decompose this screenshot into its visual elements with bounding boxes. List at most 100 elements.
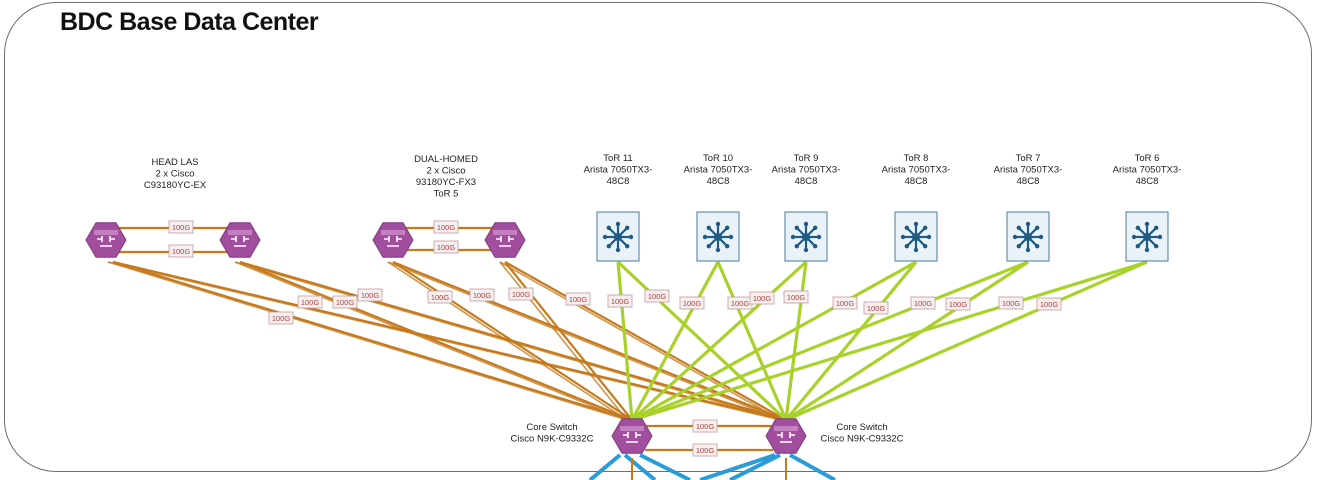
uplink-100g bbox=[630, 260, 808, 422]
core-downlink bbox=[588, 453, 622, 480]
label-text: 100G bbox=[431, 293, 450, 302]
uplink-100g bbox=[112, 260, 633, 422]
label-text: 100G bbox=[272, 314, 291, 323]
tor-arrow-head bbox=[1035, 225, 1040, 230]
router-head-las-1 bbox=[85, 222, 127, 258]
tor-arrow-head bbox=[904, 244, 909, 249]
tor-arrow-head bbox=[1135, 225, 1141, 230]
router-dual-homed-2 bbox=[484, 222, 526, 258]
label-box bbox=[508, 287, 534, 301]
label-box bbox=[1036, 297, 1062, 311]
label-box bbox=[749, 291, 775, 305]
label-box bbox=[692, 443, 718, 457]
tor-switch-icon bbox=[894, 211, 938, 262]
uplink-100g bbox=[785, 260, 1148, 422]
label-text: 100G bbox=[473, 291, 492, 300]
label-text: 100G bbox=[914, 299, 933, 308]
link-speed-label: 100G bbox=[832, 296, 858, 310]
tor-arrow-head bbox=[813, 244, 818, 249]
core-left-label-line: Core Switch bbox=[526, 422, 577, 433]
link-speed-label: 100G bbox=[357, 288, 383, 302]
tor-arrow-head bbox=[625, 225, 630, 230]
uplink-100g bbox=[631, 260, 1148, 422]
link-speed-label: 100G bbox=[679, 296, 705, 310]
tor-label-line: Arista 7050TX3- bbox=[882, 165, 951, 176]
label-text: 100G bbox=[696, 422, 715, 431]
tor-label-line: ToR 8 bbox=[904, 153, 929, 164]
label-box bbox=[332, 295, 358, 309]
diagram-frame bbox=[4, 2, 1312, 472]
router-body bbox=[611, 418, 653, 454]
label-box bbox=[168, 220, 194, 234]
tor-arrow-head bbox=[1012, 234, 1018, 240]
label-box bbox=[783, 290, 809, 304]
label-text: 100G bbox=[1040, 300, 1059, 309]
uplink-100g bbox=[785, 260, 1029, 422]
uplink-100g bbox=[234, 261, 628, 421]
link-speed-label: 100G bbox=[1036, 297, 1062, 311]
uplink-100g bbox=[631, 260, 1029, 422]
uplink-100g bbox=[499, 261, 628, 421]
label-box bbox=[910, 296, 936, 310]
label-box bbox=[427, 290, 453, 304]
head-las-label-line: 2 x Cisco bbox=[155, 169, 194, 180]
core-switch-left bbox=[611, 418, 653, 454]
link-speed-label: 100G bbox=[998, 296, 1024, 310]
tor-arrow-head bbox=[803, 221, 809, 227]
tor-arrow-head bbox=[602, 234, 608, 240]
link-speed-label: 100G bbox=[644, 289, 670, 303]
tor-arrow-head bbox=[1135, 244, 1141, 249]
tor-arrow-head bbox=[725, 244, 730, 249]
label-text: 100G bbox=[611, 297, 630, 306]
tor-center bbox=[714, 233, 722, 241]
label-box bbox=[692, 419, 718, 433]
link-speed-label: 100G bbox=[692, 419, 718, 433]
router-highlight bbox=[493, 230, 517, 235]
tor-arrow-head bbox=[1038, 234, 1044, 240]
tor-arrow-head bbox=[615, 221, 621, 227]
head-las-label-line: C93180YC-EX bbox=[144, 180, 207, 191]
tor-arrow-head bbox=[900, 234, 906, 240]
tor-arrow-head bbox=[1154, 244, 1159, 249]
tor-switch-icon bbox=[784, 211, 828, 262]
tor-label-line: ToR 11 bbox=[603, 153, 632, 164]
uplink-100g bbox=[504, 261, 787, 421]
router-arrows bbox=[496, 236, 514, 247]
dual-homed-label-line: 2 x Cisco bbox=[426, 166, 465, 177]
tor-arrow-head bbox=[728, 234, 734, 240]
link-speed-label: 100G bbox=[427, 290, 453, 304]
label-text: 100G bbox=[172, 247, 191, 256]
link-speed-label: 100G bbox=[168, 244, 194, 258]
tor-arrow-head bbox=[816, 234, 822, 240]
tor-arrow-head bbox=[625, 244, 630, 249]
core-downlink bbox=[623, 453, 657, 480]
tor-arrow-head bbox=[1025, 247, 1031, 253]
tor-arrow-head bbox=[1035, 244, 1040, 249]
tor-label-line: 48C8 bbox=[1136, 176, 1159, 187]
uplink-100g bbox=[499, 261, 782, 421]
tor-arrow-head bbox=[1154, 225, 1159, 230]
link-speed-label: 100G bbox=[863, 301, 889, 315]
tor-arrow-head bbox=[790, 234, 796, 240]
link-speed-label: 100G bbox=[433, 240, 459, 254]
label-box bbox=[357, 288, 383, 302]
router-arrows bbox=[231, 236, 249, 247]
tor-label-line: Arista 7050TX3- bbox=[584, 165, 653, 176]
link-speed-label: 100G bbox=[945, 297, 971, 311]
tor-arrow-head bbox=[904, 225, 909, 230]
uplink-100g bbox=[239, 260, 633, 422]
label-text: 100G bbox=[787, 293, 806, 302]
label-text: 100G bbox=[867, 304, 886, 313]
tor-switch-icon bbox=[1125, 211, 1169, 262]
label-box bbox=[607, 294, 633, 308]
head-las-label-line: HEAD LAS bbox=[152, 157, 199, 168]
label-box bbox=[644, 289, 670, 303]
tor-center bbox=[912, 233, 920, 241]
link-speed-label: 100G bbox=[910, 296, 936, 310]
link-speed-label: 100G bbox=[469, 288, 495, 302]
